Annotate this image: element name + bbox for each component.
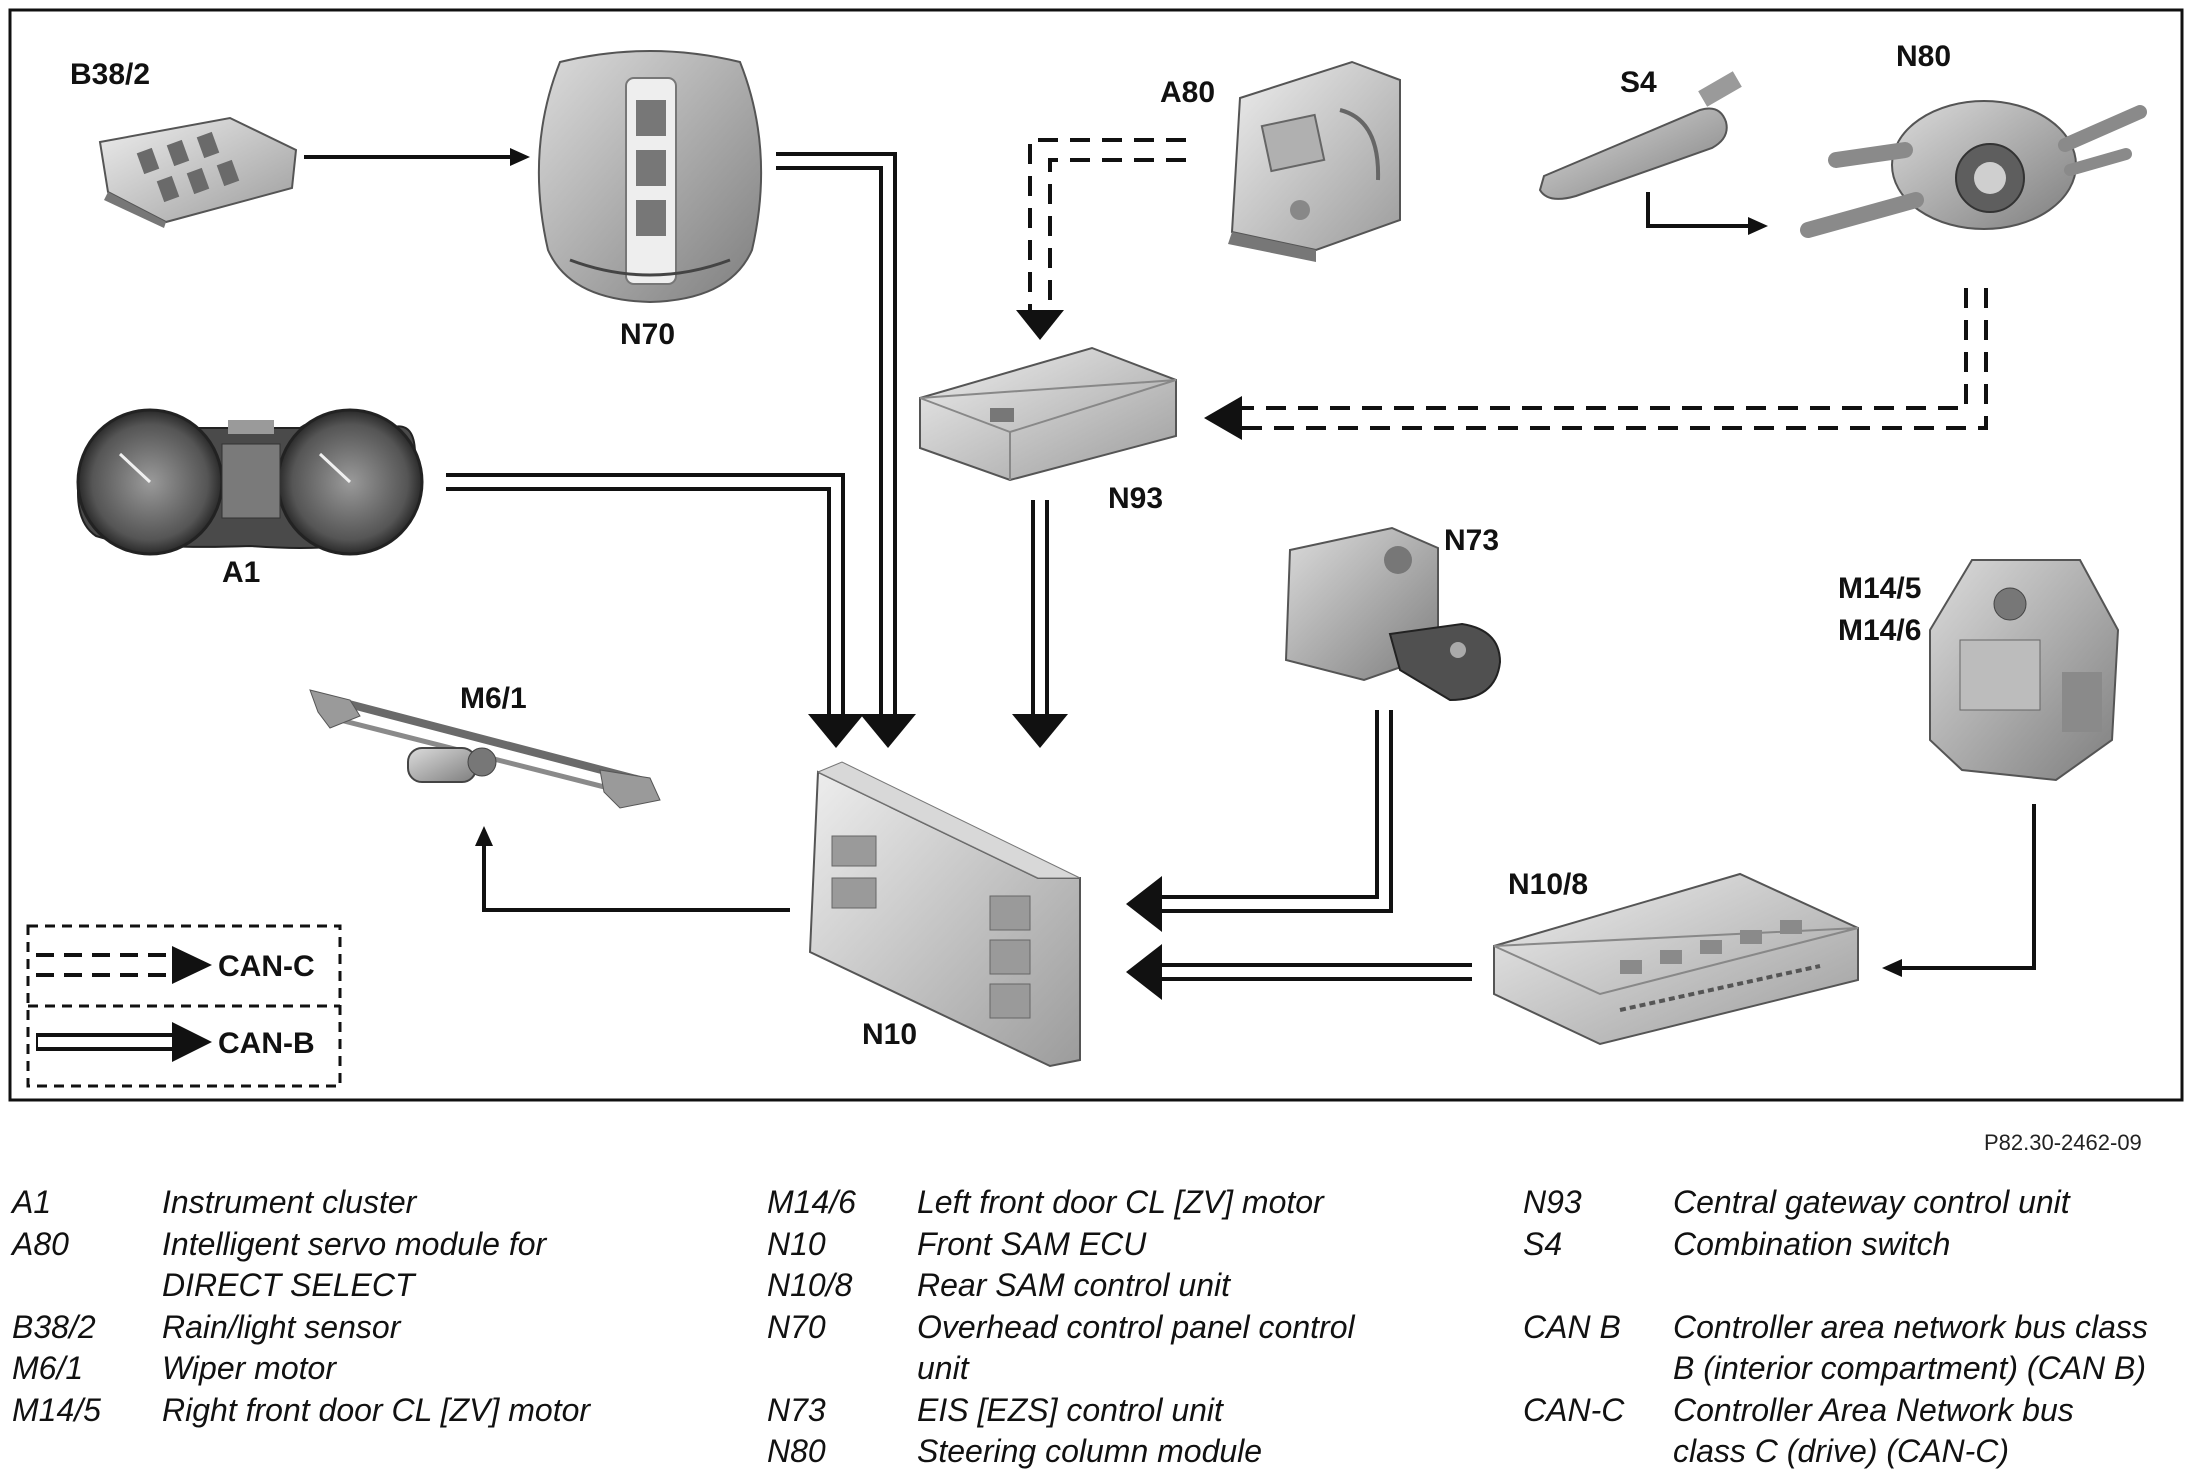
label-n80: N80 [1896,40,1951,73]
door-cl-motor-m14 [1929,559,2120,782]
link-b38-2-to-n70 [304,148,530,166]
label-n10-8: N10/8 [1508,868,1588,901]
combination-switch-s4 [1538,71,1742,200]
can-b-link-n73-to-n10 [1126,710,1393,932]
link-s4-to-n80 [1646,192,1768,235]
legend-can-b: CAN-B [36,1022,315,1062]
label-b38-2: B38/2 [70,58,150,91]
can-b-link-n93-to-n10 [1012,500,1068,748]
link-n10-to-m6-1 [475,826,790,912]
rain-light-sensor-b38-2 [98,116,298,228]
can-c-link-a80-to-n93 [1016,138,1186,340]
rear-sam-control-unit-n10-8 [1493,872,1859,1046]
steering-column-module-n80 [1800,100,2147,238]
servo-module-a80 [1228,60,1401,262]
diagram: B38/2 N70 A80 S4 N80 A1 N93 N73 M14/5 M1… [8,8,2184,1102]
label-n93: N93 [1108,482,1163,515]
legend-can-b-label: CAN-B [218,1027,315,1060]
label-m14-5: M14/5 [1838,572,1921,605]
wiper-motor-m6-1 [309,689,661,809]
can-b-link-n10-8-to-n10 [1126,944,1472,1000]
figure-reference: P82.30-2462-09 [1984,1130,2142,1155]
eis-control-unit-n73 [1284,526,1502,702]
label-a1: A1 [222,556,260,589]
label-n10: N10 [862,1018,917,1051]
label-m14-6: M14/6 [1838,614,1921,647]
legend: CAN-C CAN-B [26,924,342,1088]
diagram-frame [8,8,2184,1102]
label-n70: N70 [620,318,675,351]
legend-can-c-label: CAN-C [218,950,315,983]
overhead-control-panel-n70 [537,50,763,304]
central-gateway-n93 [919,346,1177,482]
label-s4: S4 [1620,66,1657,99]
key-entry-spacer [1523,1265,2148,1307]
instrument-cluster-a1 [76,408,424,556]
can-c-link-n80-to-n93 [1204,288,1988,440]
can-b-link-a1-to-n10 [446,473,864,748]
label-n73: N73 [1444,524,1499,557]
legend-can-c: CAN-C [36,946,315,984]
label-a80: A80 [1160,76,1215,109]
can-b-link-n70-to-n10 [776,152,916,748]
front-sam-ecu-n10 [808,761,1081,1068]
link-m14-to-n10-8 [1882,804,2036,977]
label-m6-1: M6/1 [460,682,527,715]
